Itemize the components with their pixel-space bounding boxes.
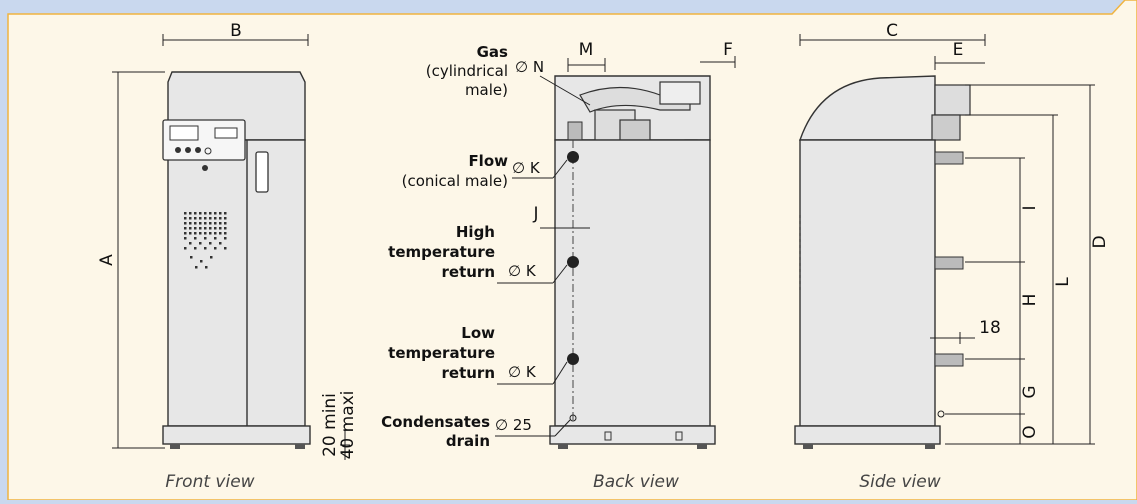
side-base (794, 425, 941, 445)
dim-b-label: B (230, 21, 242, 41)
dim-l-label: L (1053, 277, 1073, 287)
dim-j-label: J (532, 204, 538, 224)
low-return-line2: temperature (388, 344, 495, 362)
gas-title: Gas (477, 43, 508, 61)
low-return-line3: return (442, 364, 496, 382)
back-view-caption: Back view (593, 472, 679, 492)
side-cabinet (799, 139, 936, 427)
dim-e-label: E (953, 40, 964, 60)
drain-symbol: ∅ 25 (495, 416, 532, 434)
flow-connection (567, 151, 579, 163)
flow-symbol: ∅ K (512, 159, 541, 177)
high-return-connection (567, 256, 579, 268)
gas-symbol: ∅ N (515, 58, 544, 76)
max-clearance-label: 40 maxi (338, 391, 358, 460)
dim-f-label: F (723, 40, 733, 60)
gas-line1: (cylindrical (426, 62, 508, 80)
min-clearance-label: 20 mini (320, 393, 340, 457)
low-return-symbol: ∅ K (508, 363, 537, 381)
low-return-connection (567, 353, 579, 365)
back-cabinet (554, 139, 711, 427)
side-view-caption: Side view (859, 472, 940, 492)
dim-o-label: O (1020, 425, 1040, 438)
high-return-symbol: ∅ K (508, 262, 537, 280)
high-return-line2: temperature (388, 243, 495, 261)
dim-m-label: M (579, 40, 594, 60)
dim-i-label: I (1020, 205, 1040, 210)
low-return-line1: Low (461, 324, 495, 342)
dim-g-label: G (1020, 385, 1040, 398)
vent-grille (184, 212, 227, 269)
gas-line2: male) (465, 81, 508, 99)
dim-a-label: A (97, 254, 117, 266)
control-display (169, 125, 199, 141)
dim-18-label: 18 (979, 318, 1001, 338)
back-view: M F J Gas (cylindrical male) ∅ N (381, 40, 736, 492)
front-view-caption: Front view (165, 472, 254, 492)
flow-title: Flow (468, 152, 508, 170)
high-return-line3: return (442, 263, 496, 281)
dim-c-label: C (886, 21, 898, 41)
back-base (549, 425, 716, 445)
high-return-line1: High (456, 223, 495, 241)
front-cabinet (167, 139, 306, 427)
side-view: C E D L I (794, 21, 1110, 492)
drain-line2: drain (446, 432, 490, 450)
dim-d-label: D (1090, 235, 1110, 248)
dim-h-label: H (1020, 294, 1040, 307)
flow-line1: (conical male) (402, 172, 508, 190)
front-base (162, 425, 311, 445)
side-top-cover (799, 75, 936, 141)
door-handle (255, 151, 269, 193)
drain-connection (569, 414, 577, 422)
drain-line1: Condensates (381, 413, 490, 431)
front-view: B A 20 mini 40 maxi Front view (97, 21, 358, 492)
